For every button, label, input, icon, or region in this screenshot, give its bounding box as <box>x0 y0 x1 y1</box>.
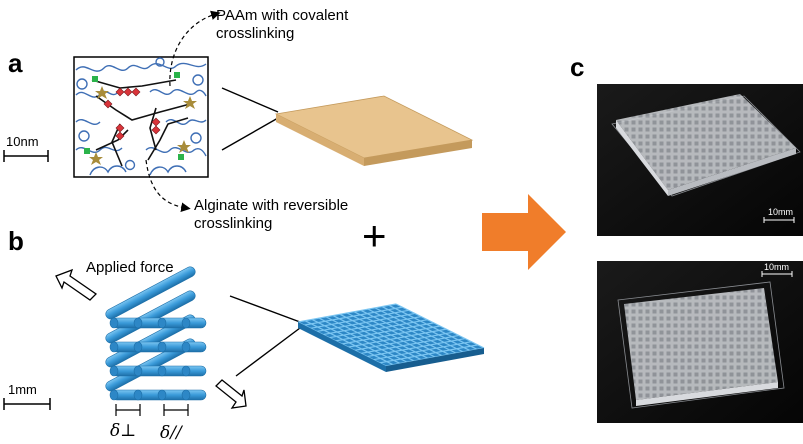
sheet-rod-line <box>354 331 453 351</box>
scale-bar-1mm: 1mm <box>3 382 51 410</box>
scale-label-10nm: 10nm <box>6 134 39 149</box>
spacing-dimensions <box>115 404 189 416</box>
plus-operator: + <box>362 212 387 259</box>
photo-bottom-scale: 10mm <box>764 262 789 272</box>
applied-force-arrow-down <box>215 379 247 409</box>
photo-bottom: 10mm <box>597 261 803 423</box>
rod-lattice-3d <box>105 266 207 401</box>
sheet-rod-line <box>367 308 457 354</box>
sheet-rod-line <box>360 309 450 355</box>
delta-perpendicular-label: δ⊥ <box>110 421 136 441</box>
sheet-rod-line <box>381 306 471 352</box>
panel-c: c 10mm 10mm <box>570 52 803 423</box>
sheet-rod-line <box>348 328 447 348</box>
callout-alginate <box>145 159 191 212</box>
alginate-label-line1: Alginate with reversible <box>194 197 348 214</box>
sheet-rod-line <box>373 341 472 361</box>
panel-a: a 10nm <box>3 7 474 232</box>
photo-top-scale: 10mm <box>768 207 793 217</box>
sheet-rod-line <box>379 344 478 364</box>
process-arrow <box>482 194 566 270</box>
scale-bar-10nm: 10nm <box>3 134 49 162</box>
panel-b: b Applied force <box>3 226 485 443</box>
sheet-rod-line <box>388 304 478 350</box>
paam-label-line2: crosslinking <box>216 25 294 42</box>
panel-letter-b: b <box>8 226 24 256</box>
zoom-line-a-bottom <box>221 117 279 151</box>
panel-letter-a: a <box>8 48 23 78</box>
applied-force-label: Applied force <box>86 259 174 276</box>
zoom-line-b-bottom <box>235 327 301 377</box>
sheet-rod-line <box>367 337 466 358</box>
lattice-sheet <box>297 303 485 372</box>
sheet-rod-line <box>395 303 485 349</box>
network-schematic <box>73 56 209 178</box>
panel-letter-c: c <box>570 52 584 82</box>
paam-label-line1: PAAm with covalent <box>216 7 349 24</box>
alginate-label-line2: crosslinking <box>194 215 272 232</box>
callout-paam <box>169 10 221 87</box>
delta-parallel-label: δ// <box>160 423 184 443</box>
hydrogel-slab <box>274 95 474 166</box>
zoom-line-b-top <box>229 295 301 323</box>
sheet-rod-line <box>341 325 441 345</box>
photo-top: 10mm <box>597 84 803 236</box>
sheet-rod-line <box>353 311 443 357</box>
applied-force-arrow-up <box>55 268 98 301</box>
sheet-rod-line <box>374 307 464 353</box>
scale-label-1mm: 1mm <box>8 382 37 397</box>
sheet-rod-line <box>360 334 459 355</box>
zoom-line-a-top <box>221 87 279 113</box>
